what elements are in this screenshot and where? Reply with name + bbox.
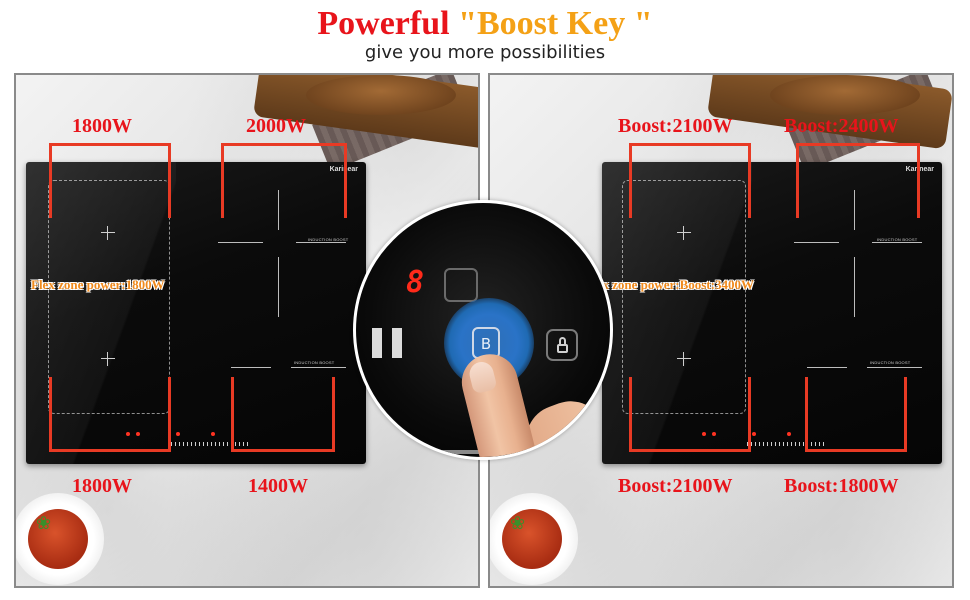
brand-logo: Karinear xyxy=(329,166,358,173)
slider-control xyxy=(747,442,827,446)
power-label-bottom-left: Boost:2100W xyxy=(618,475,733,497)
bread-loaf xyxy=(306,75,456,115)
power-label-bottom-left: 1800W xyxy=(72,475,132,497)
zone-bracket-bottom-right xyxy=(805,377,907,452)
timer-button[interactable] xyxy=(444,268,478,302)
induction-boost-label: INDUCTION BOOST xyxy=(294,360,335,365)
zone-bracket-top-right xyxy=(796,143,920,218)
flex-zone-outline xyxy=(48,180,170,414)
herb-garnish-icon: ❀ xyxy=(36,513,52,533)
pressing-finger xyxy=(455,348,545,457)
power-label-bottom-right: 1400W xyxy=(248,475,308,497)
zone-bracket-bottom-left xyxy=(629,377,751,452)
power-label-top-left: Boost:2100W xyxy=(618,115,733,137)
power-label-top-right: Boost:2400W xyxy=(784,115,899,137)
induction-boost-label: INDUCTION BOOST xyxy=(308,237,349,242)
zone-center-mark xyxy=(101,226,115,240)
zone-center-mark xyxy=(677,352,691,366)
zone-center-mark xyxy=(101,352,115,366)
zone-bracket-bottom-right xyxy=(231,377,335,452)
slider-control xyxy=(171,442,251,446)
headline-powerful: Powerful xyxy=(317,5,459,42)
boost-power-panel: Karinear INDUCTION BOOST INDUCTION BOOST… xyxy=(488,73,954,588)
flex-zone-outline xyxy=(622,180,746,414)
power-label-top-right: 2000W xyxy=(246,115,306,137)
control-panel-closeup: 8 B xyxy=(353,200,613,460)
subtitle: give you more possibilities xyxy=(364,42,606,63)
flex-zone-label: Flex zone power:Boost:3400W xyxy=(585,277,754,292)
zone-bracket-bottom-left xyxy=(49,377,171,452)
flex-zone-label: Flex zone power:1800W xyxy=(31,277,165,292)
pause-icon[interactable] xyxy=(368,328,408,358)
induction-boost-label: INDUCTION BOOST xyxy=(870,360,911,365)
herb-garnish-icon: ❀ xyxy=(510,513,526,533)
power-label-top-left: 1800W xyxy=(72,115,132,137)
zone-bracket-top-left xyxy=(49,143,171,218)
induction-hob: Karinear INDUCTION BOOST INDUCTION BOOST xyxy=(602,162,942,464)
lock-icon xyxy=(559,337,566,345)
power-level-display: 8 xyxy=(406,265,425,300)
bread-loaf xyxy=(770,75,920,115)
induction-boost-label: INDUCTION BOOST xyxy=(877,237,918,242)
headline: Powerful "Boost Key " xyxy=(0,4,970,44)
zone-bracket-top-left xyxy=(629,143,751,218)
headline-boost-key: "Boost Key " xyxy=(458,5,653,42)
power-label-bottom-right: Boost:1800W xyxy=(784,475,899,497)
zone-bracket-top-right xyxy=(221,143,347,218)
lock-button[interactable] xyxy=(546,329,578,361)
soup-bowl: ❀ xyxy=(16,493,104,585)
soup-bowl: ❀ xyxy=(490,493,578,585)
standard-power-panel: Karinear INDUCTION BOOST INDUCTION BOOST… xyxy=(14,73,480,588)
zone-center-mark xyxy=(677,226,691,240)
